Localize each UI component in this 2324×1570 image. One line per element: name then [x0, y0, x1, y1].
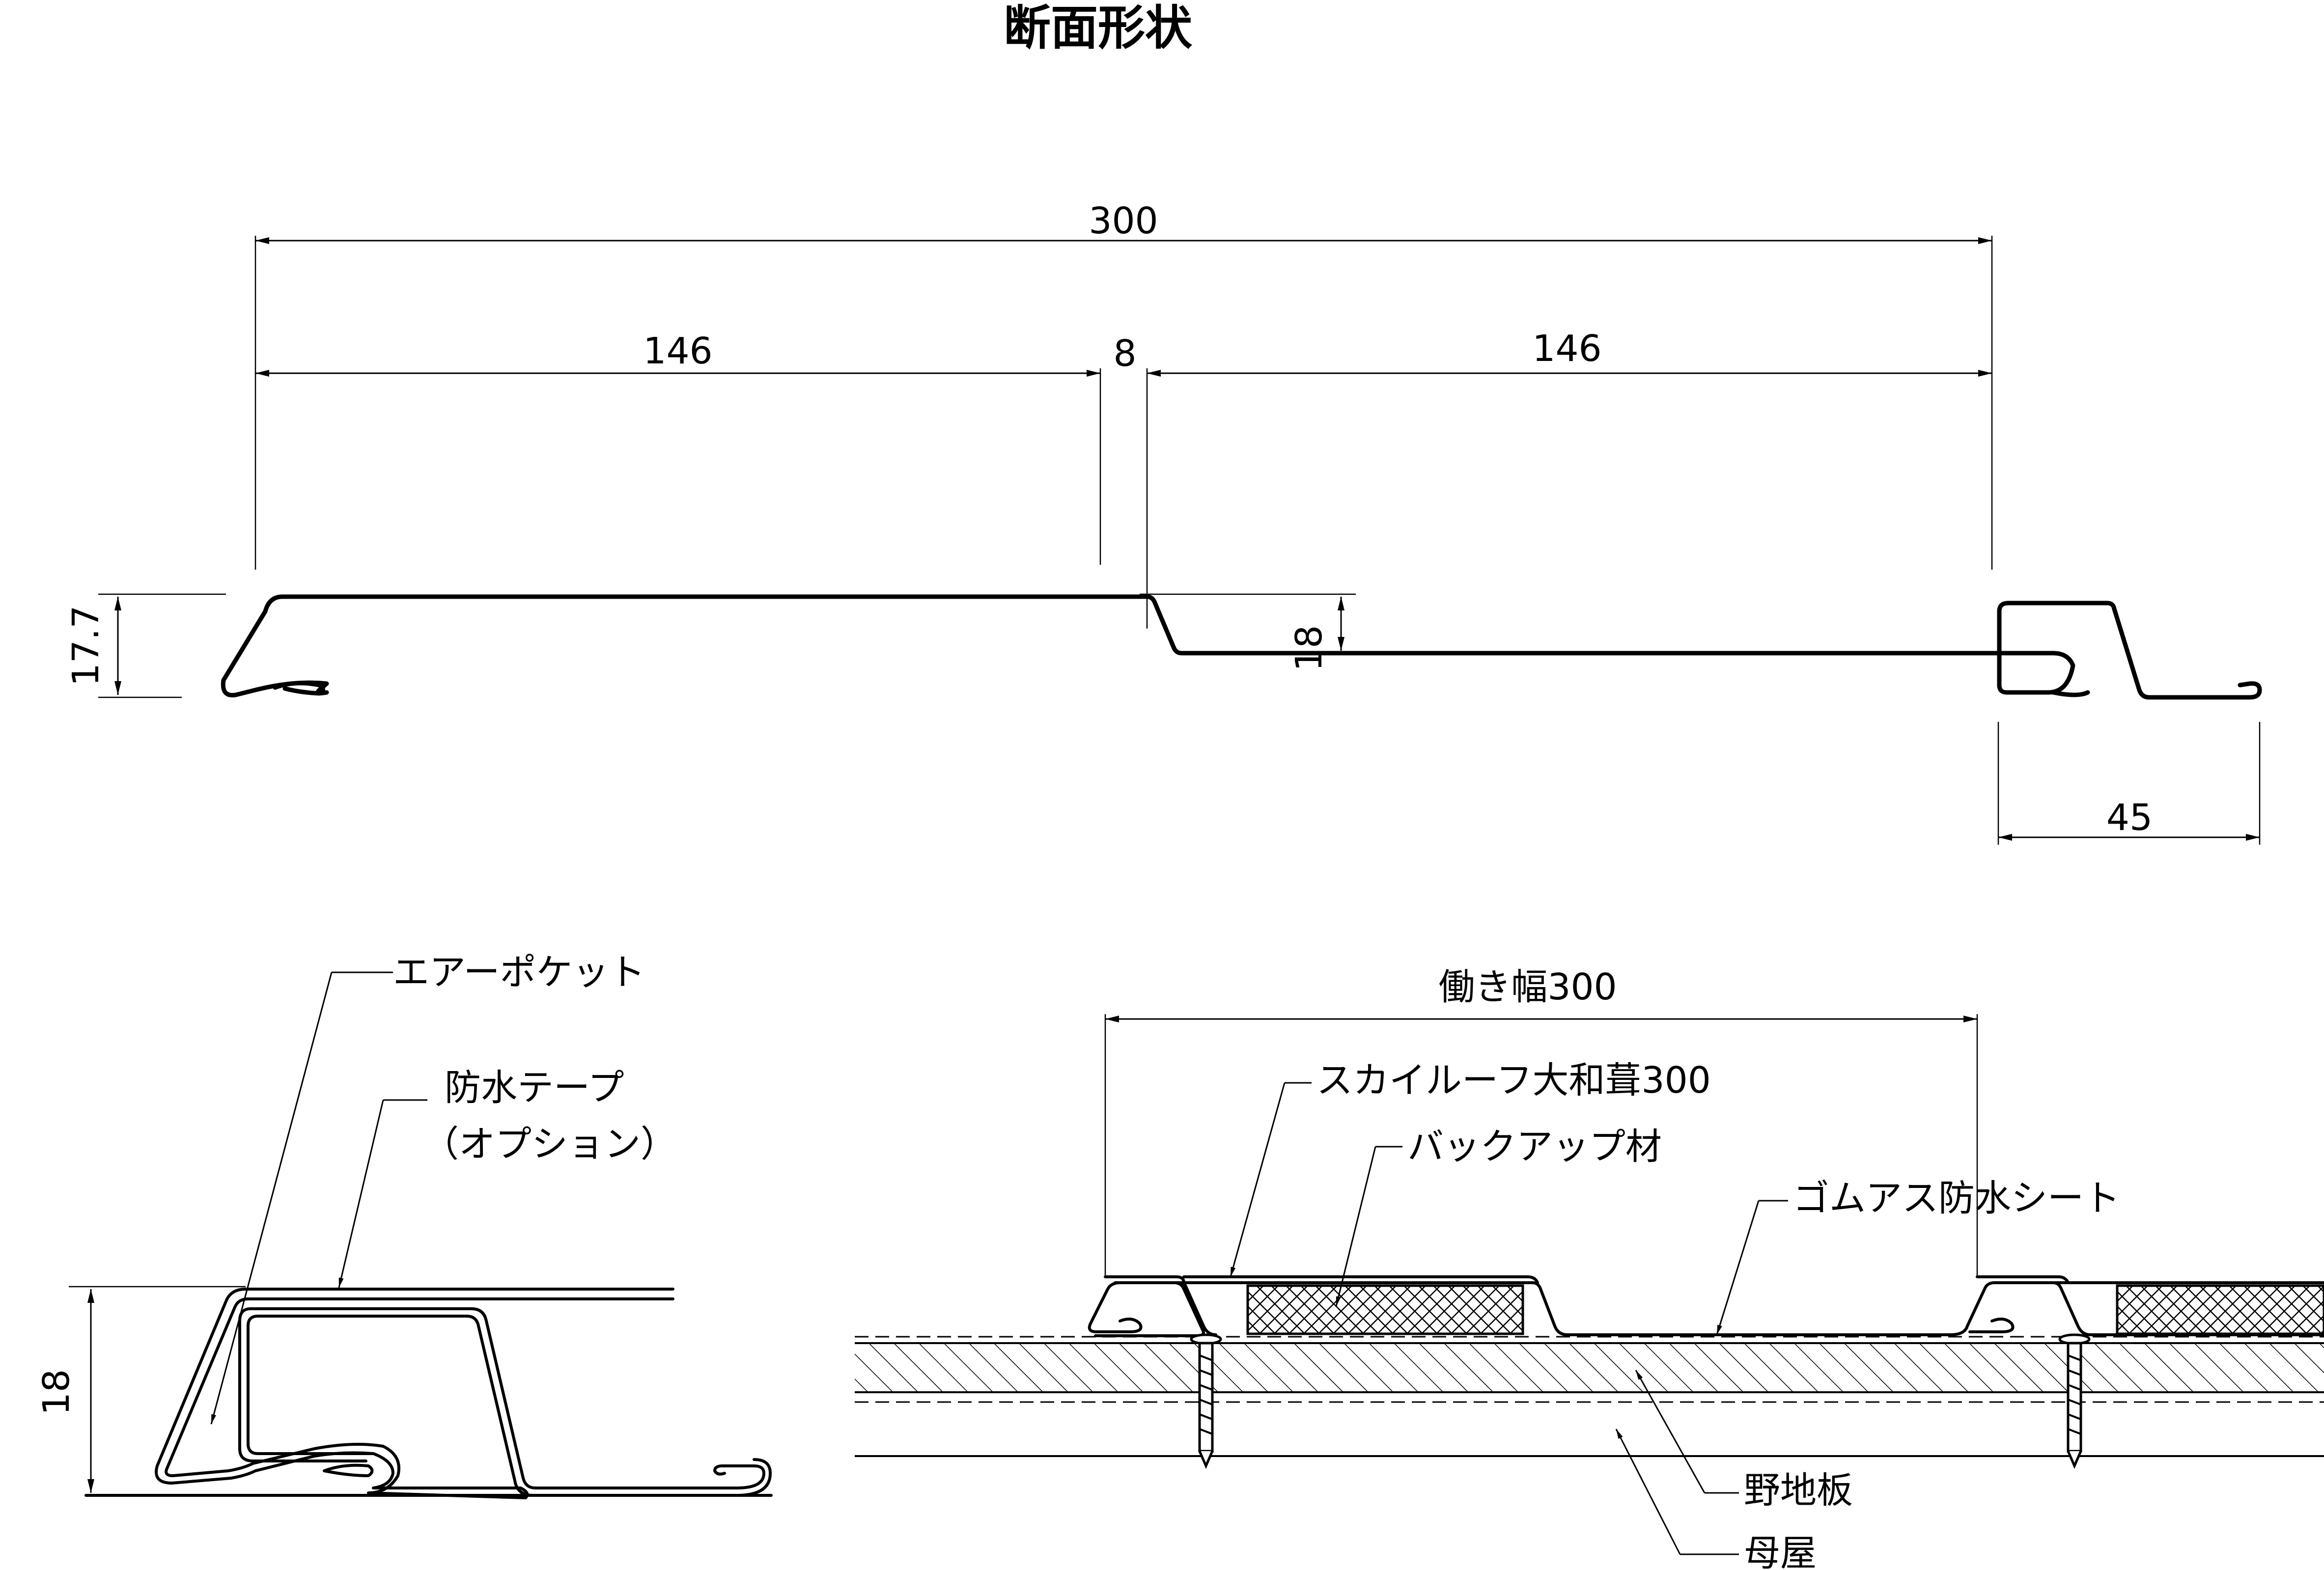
label-waterproof-tape: 防水テープ: [445, 1067, 624, 1109]
label-board: 野地板: [1744, 1469, 1853, 1512]
main-profile: [221, 594, 2262, 700]
dim-detail-height: 18: [35, 1369, 78, 1415]
dim-right-width: 146: [1532, 328, 1601, 370]
label-option: （オプション）: [422, 1123, 677, 1165]
dim-right-height: 18: [1288, 625, 1330, 671]
detail-section: [69, 1286, 773, 1499]
label-purlin: 母屋: [1744, 1532, 1817, 1570]
dim-total-width: 300: [1089, 200, 1158, 242]
label-backup: バックアップ材: [1407, 1126, 1662, 1168]
leader-air-pocket-line: [210, 972, 333, 1425]
label-air-pocket: エアーポケット: [393, 951, 645, 993]
leader-tape-line: [338, 1100, 384, 1288]
dim-left-height: 17.7: [65, 606, 107, 687]
label-sheet: ゴムアス防水シート: [1793, 1177, 2120, 1219]
dimension-lines: [98, 236, 2261, 845]
dim-gap: 8: [1113, 332, 1136, 375]
label-product: スカイルーフ大和葺300: [1316, 1059, 1711, 1102]
install-section: [855, 1014, 2324, 1555]
dim-hook-width: 45: [2106, 797, 2153, 839]
dim-left-width: 146: [643, 330, 712, 372]
label-working-width: 働き幅300: [1438, 966, 1617, 1008]
page-title: 断面形状: [1004, 0, 1193, 55]
